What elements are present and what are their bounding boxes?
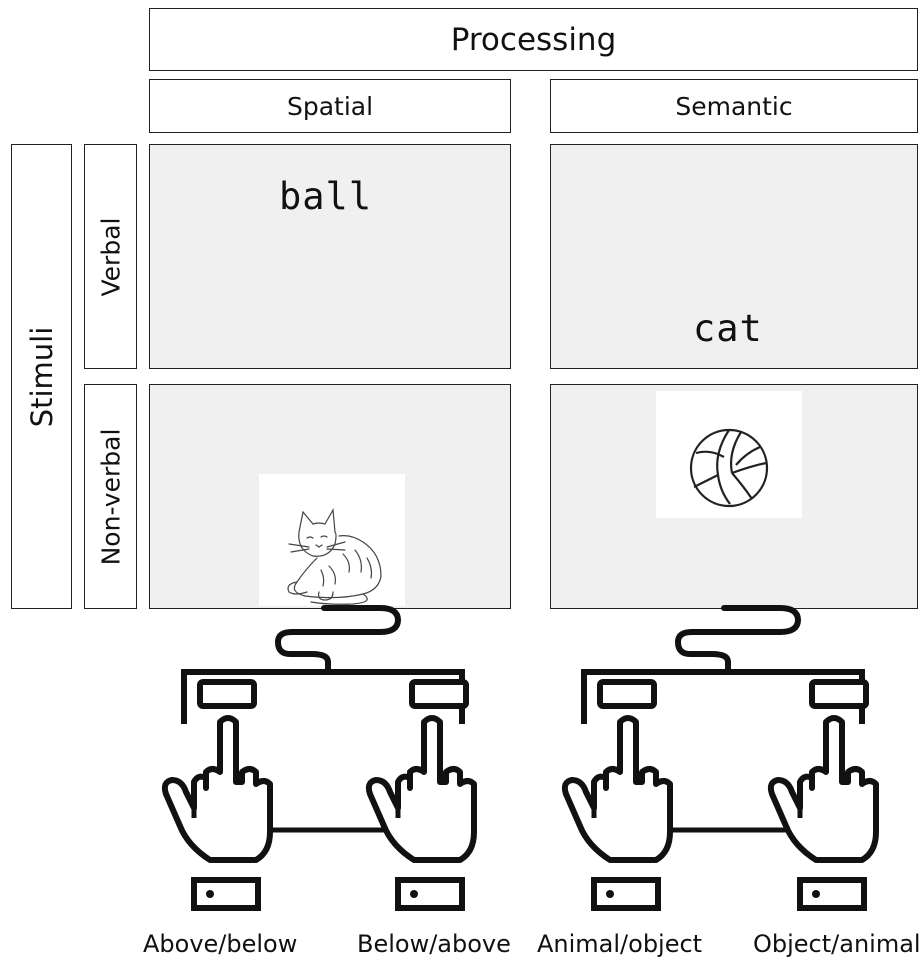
cat-image <box>259 474 405 606</box>
response-label-above-below: Above/below <box>143 930 298 958</box>
stimuli-row-header: Stimuli <box>11 144 72 609</box>
nonverbal-row-header: Non-verbal <box>84 384 137 609</box>
semantic-verbal-word: cat <box>693 307 763 350</box>
spatial-nonverbal-cell <box>149 384 511 609</box>
response-label-below-above: Below/above <box>357 930 511 958</box>
response-label-object-animal: Object/animal <box>753 930 921 958</box>
cat-sketch-icon <box>287 508 382 605</box>
volleyball-icon <box>689 428 769 508</box>
semantic-column-header: Semantic <box>550 79 918 133</box>
verbal-row-header: Verbal <box>84 144 137 369</box>
processing-label: Processing <box>450 21 617 58</box>
ball-image <box>656 391 802 518</box>
semantic-verbal-cell: cat <box>550 144 918 369</box>
spatial-column-header: Spatial <box>149 79 511 133</box>
semantic-label: Semantic <box>675 91 793 121</box>
semantic-nonverbal-cell <box>550 384 918 609</box>
spatial-verbal-cell: ball <box>149 144 511 369</box>
spatial-keyboard <box>165 608 474 908</box>
spatial-verbal-word: ball <box>279 175 373 218</box>
spatial-label: Spatial <box>286 91 374 121</box>
response-label-animal-object: Animal/object <box>537 930 703 958</box>
processing-header: Processing <box>149 8 918 71</box>
semantic-keyboard <box>565 608 876 908</box>
